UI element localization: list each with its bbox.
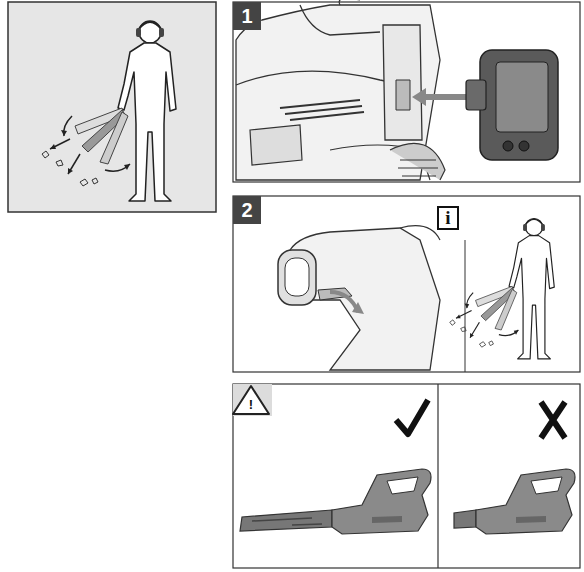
step-number: 2	[233, 196, 261, 224]
step-number: 1	[233, 2, 261, 30]
warning-symbol: !	[245, 397, 257, 412]
info-symbol: i	[437, 206, 459, 230]
